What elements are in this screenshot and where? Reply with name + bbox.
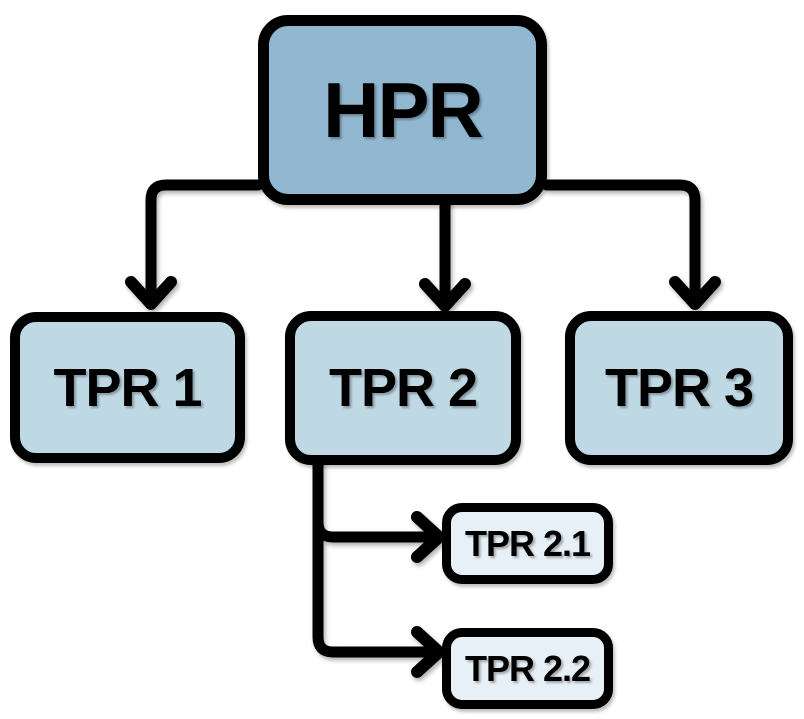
node-tpr3-label: TPR 3 bbox=[604, 358, 754, 418]
node-tpr21: TPR 2.1 bbox=[442, 503, 613, 584]
connector-tpr2-tpr22 bbox=[312, 456, 445, 678]
node-tpr3: TPR 3 bbox=[565, 311, 793, 465]
node-tpr21-label: TPR 2.1 bbox=[464, 522, 591, 564]
arrowhead-right-icon bbox=[411, 626, 445, 678]
connector-hpr-tpr3 bbox=[541, 179, 721, 310]
node-tpr2: TPR 2 bbox=[285, 311, 521, 465]
arrowhead-down-icon bbox=[419, 278, 471, 312]
connector-hpr-tpr2 bbox=[419, 196, 471, 312]
node-hpr: HPR bbox=[258, 15, 547, 205]
node-hpr-label: HPR bbox=[323, 65, 484, 154]
arrowhead-right-icon bbox=[411, 511, 445, 563]
node-tpr22-label: TPR 2.2 bbox=[464, 647, 591, 689]
node-tpr22: TPR 2.2 bbox=[442, 628, 613, 709]
node-tpr1-label: TPR 1 bbox=[53, 357, 202, 418]
node-tpr1: TPR 1 bbox=[10, 312, 245, 463]
connector-tpr2-tpr21 bbox=[312, 456, 445, 563]
connector-hpr-tpr1 bbox=[125, 179, 264, 310]
arrowhead-down-icon bbox=[669, 276, 721, 310]
node-tpr2-label: TPR 2 bbox=[328, 358, 478, 418]
arrowhead-down-icon bbox=[125, 276, 177, 310]
